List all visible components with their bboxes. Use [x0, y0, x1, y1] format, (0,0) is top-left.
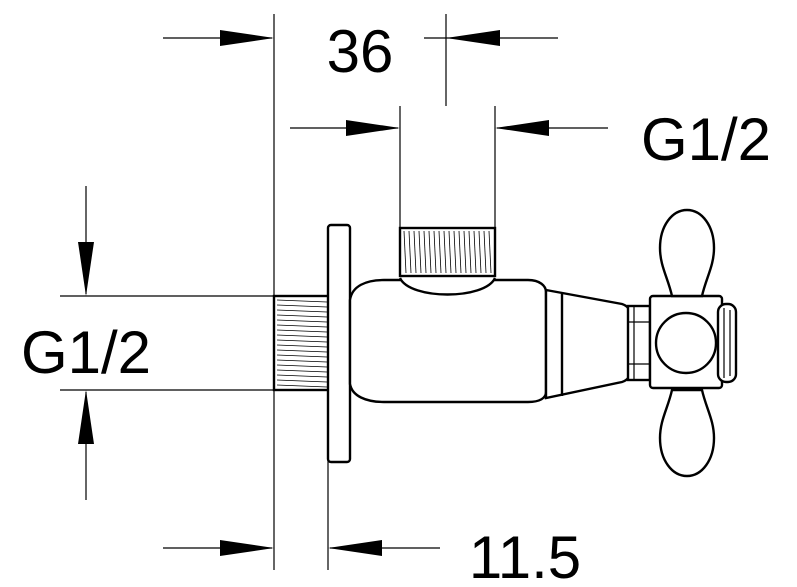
outlet-threaded-spigot [398, 226, 497, 278]
thread-line [276, 339, 328, 343]
inlet-threaded-connector [272, 294, 332, 392]
dimension-top-width-label: 36 [327, 18, 394, 85]
thread-line [276, 374, 328, 378]
thread-line [276, 309, 328, 313]
thread-line [438, 230, 442, 274]
thread-line [443, 230, 447, 274]
outlet-saddle [398, 277, 497, 296]
thread-line [276, 299, 328, 303]
handle-hub [648, 294, 738, 390]
arrow-bottom-right [328, 540, 382, 556]
wall-flange [326, 223, 352, 464]
hex-nut [626, 304, 652, 382]
thread-line [453, 230, 457, 274]
thread-line [458, 230, 462, 274]
thread-line [428, 230, 432, 274]
arrow-top-left [220, 30, 274, 46]
thread-line [276, 304, 328, 308]
arrow-inlet-top [78, 242, 94, 296]
thread-line [408, 230, 412, 274]
dimension-labels: 36 G1/2 G1/2 11.5 [21, 18, 771, 587]
thread-line [478, 230, 482, 274]
thread-line [418, 230, 422, 274]
thread-line [473, 230, 477, 274]
thread-line [276, 359, 328, 363]
dimension-arrows [78, 30, 549, 556]
arrow-top-right [446, 30, 500, 46]
thread-line [276, 369, 328, 373]
thread-line [276, 354, 328, 358]
thread-line [276, 379, 328, 383]
thread-line [276, 344, 328, 348]
thread-line [483, 230, 487, 274]
thread-line [276, 329, 328, 333]
thread-line [433, 230, 437, 274]
cross-handle [658, 208, 716, 478]
dimension-inlet-thread-label: G1/2 [21, 319, 151, 386]
thread-line [276, 364, 328, 368]
arrow-inlet-bottom [78, 390, 94, 444]
dimension-outlet-thread-label: G1/2 [641, 106, 771, 173]
thread-line [488, 230, 492, 274]
thread-line [276, 384, 328, 388]
thread-line [448, 230, 452, 274]
valve-main-body [348, 278, 548, 404]
thread-line [423, 230, 427, 274]
arrow-bottom-left [220, 540, 274, 556]
valve-drawing [272, 208, 738, 478]
thread-line [403, 230, 407, 274]
arrow-outlet-left [346, 120, 400, 136]
thread-line [276, 349, 328, 353]
thread-line [276, 314, 328, 318]
thread-line [276, 334, 328, 338]
thread-line [463, 230, 467, 274]
arrow-outlet-right [495, 120, 549, 136]
thread-line [468, 230, 472, 274]
dimension-bottom-offset-label: 11.5 [469, 524, 581, 587]
thread-line [276, 324, 328, 328]
valve-bonnet [544, 288, 632, 400]
thread-line [413, 230, 417, 274]
thread-line [276, 319, 328, 323]
